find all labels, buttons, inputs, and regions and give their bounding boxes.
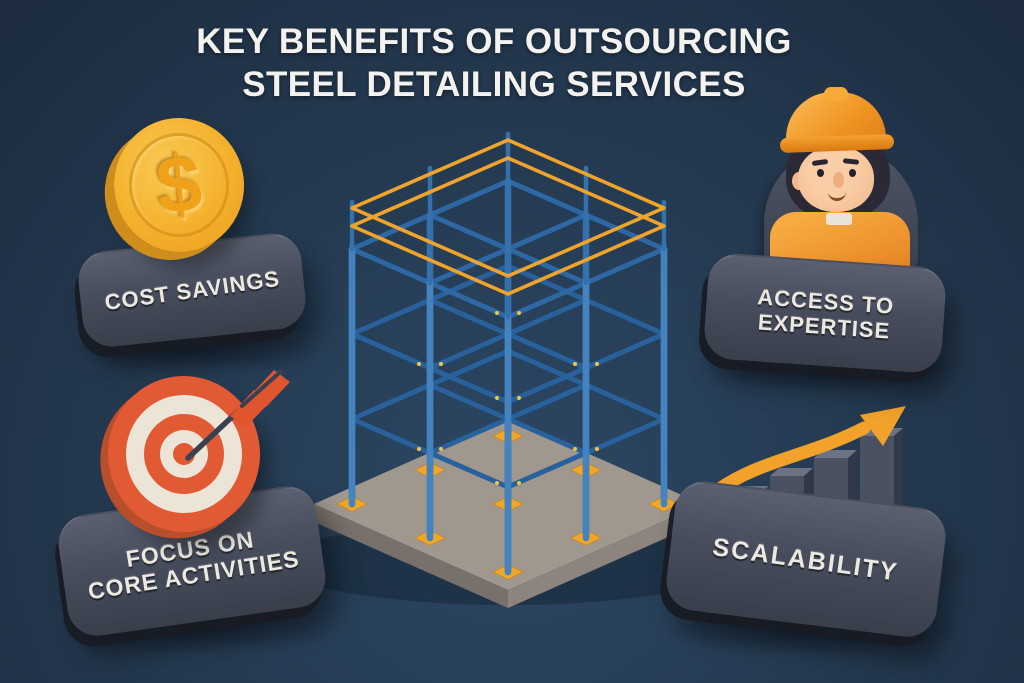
worker-undershirt xyxy=(826,213,852,225)
worker-mouth xyxy=(828,188,846,201)
construction-worker-icon xyxy=(756,84,946,284)
badge-scalability-label: SCALABILITY xyxy=(711,532,901,587)
bolts xyxy=(417,311,599,485)
worker-nose xyxy=(833,172,844,188)
title-line-2: STEEL DETAILING SERVICES xyxy=(242,65,746,105)
title-line-1: KEY BENEFITS OF OUTSOURCING xyxy=(196,22,792,61)
page-title: KEY BENEFITS OF OUTSOURCING STEEL DETAIL… xyxy=(0,20,1006,107)
badge-cost-savings-label: COST SAVINGS xyxy=(102,265,282,316)
dollar-symbol: $ xyxy=(152,137,206,232)
dollar-coin-icon: $ xyxy=(107,111,251,259)
guardrails-yellow xyxy=(350,138,666,296)
hard-hat-ridge xyxy=(824,87,848,101)
dart-arrow-icon xyxy=(185,369,290,461)
worker-eye-right xyxy=(849,169,856,177)
front-columns-highlight xyxy=(348,245,668,576)
worker-eye-left xyxy=(817,169,824,177)
growth-arrow-shaft xyxy=(711,421,871,497)
steel-frame-illustration xyxy=(296,131,720,608)
badge-access-expertise: ACCESS TO EXPERTISE xyxy=(702,251,948,375)
growth-arrow-head xyxy=(860,406,906,446)
